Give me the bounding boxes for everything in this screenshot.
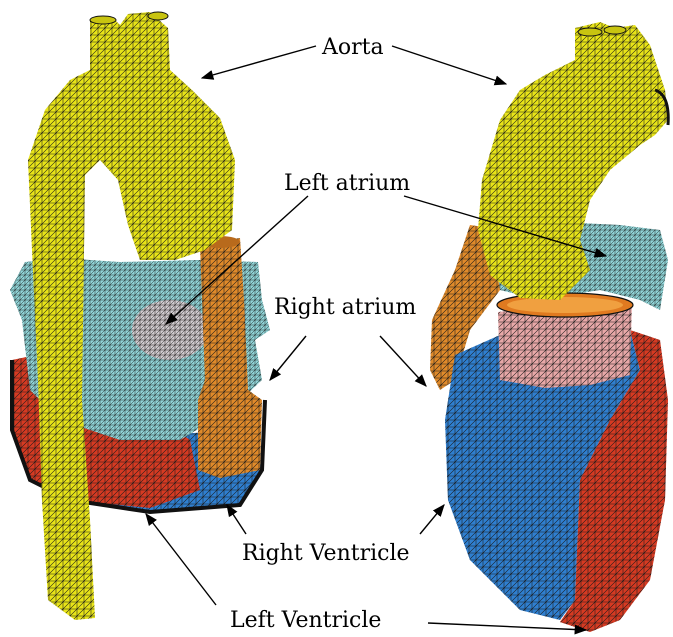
right-heart-view xyxy=(430,22,668,632)
right-ventricle-label: Right Ventricle xyxy=(242,541,410,566)
aorta-arrow-right xyxy=(392,46,506,84)
right-atrium-arrow-right xyxy=(380,336,426,386)
left-heart-view xyxy=(10,12,270,620)
right-atrium-arrow-left xyxy=(270,336,306,380)
aorta-arrow-left xyxy=(202,46,316,78)
left-ventricle-arrow-left xyxy=(146,514,216,605)
right-atrium-label: Right atrium xyxy=(274,295,416,320)
right-ventricle-arrow-left xyxy=(227,505,246,534)
right-ventricle-arrow-right xyxy=(420,505,444,534)
left-atrium-label: Left atrium xyxy=(284,171,410,196)
aorta-label: Aorta xyxy=(321,35,384,60)
left-ventricle-label: Left Ventricle xyxy=(230,608,381,633)
left-ventricle-arrow-right xyxy=(428,623,586,630)
